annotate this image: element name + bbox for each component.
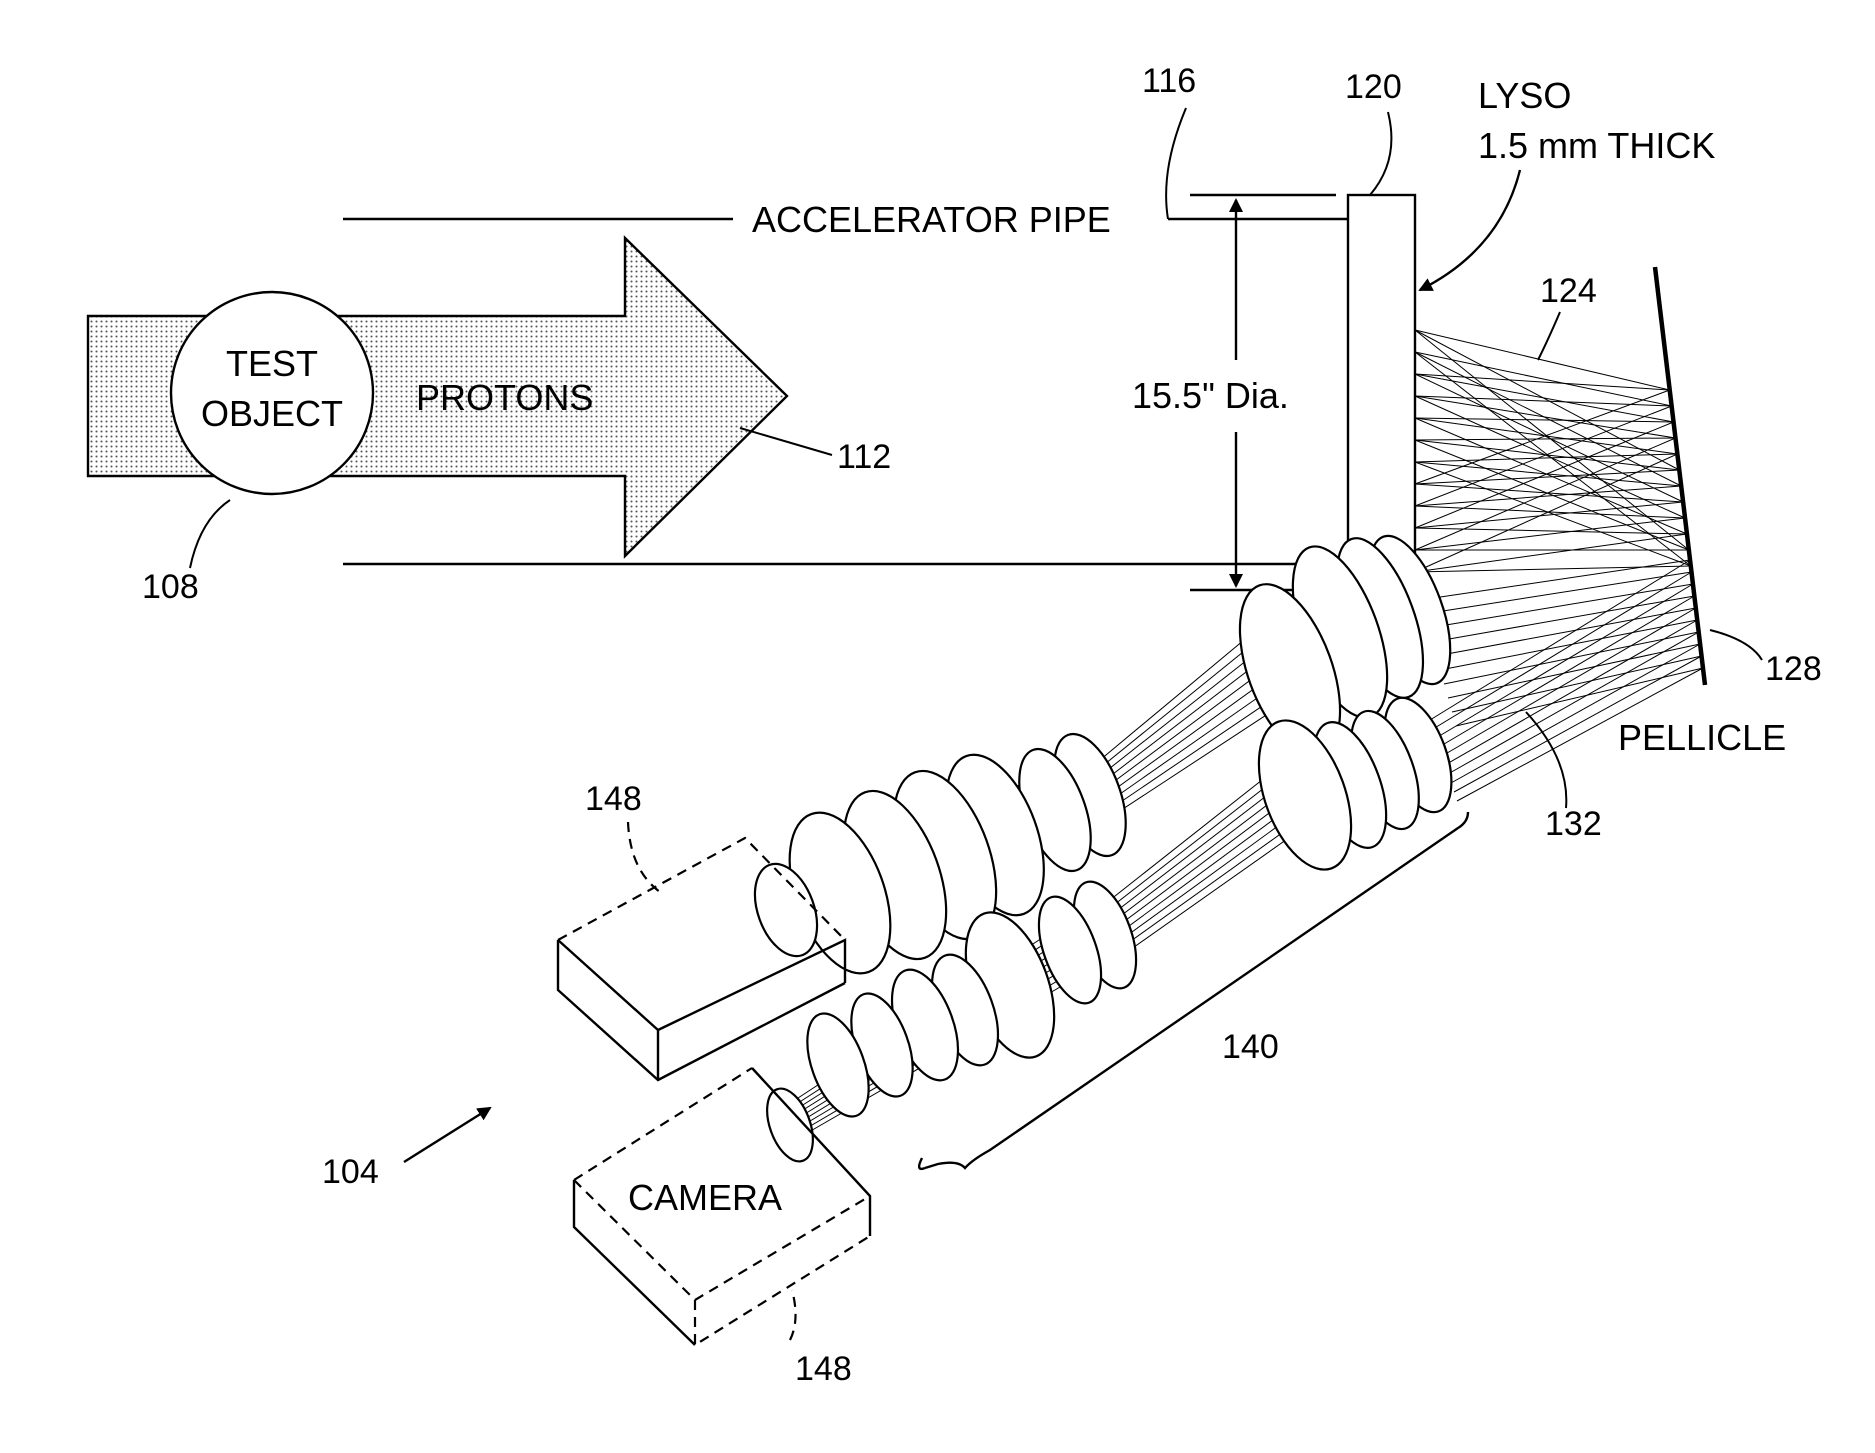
accelerator-pipe-label: ACCELERATOR PIPE bbox=[752, 199, 1111, 240]
light-ray bbox=[1415, 484, 1683, 502]
ref-148-bottom: 148 bbox=[795, 1350, 852, 1388]
scintillation-rays bbox=[1415, 330, 1691, 572]
lyso-label-line2: 1.5 mm THICK bbox=[1478, 125, 1715, 166]
camera-label: CAMERA bbox=[628, 1177, 782, 1218]
light-ray bbox=[1436, 584, 1693, 738]
light-ray bbox=[1415, 486, 1681, 506]
test-object-label-line2: OBJECT bbox=[201, 393, 343, 434]
light-ray bbox=[1110, 810, 1300, 948]
light-ray bbox=[1110, 820, 1300, 956]
ref-148-top: 148 bbox=[585, 780, 642, 818]
light-ray bbox=[1428, 584, 1693, 628]
diameter-dimension: 15.5" Dia. bbox=[1132, 195, 1336, 590]
light-ray bbox=[1100, 682, 1280, 808]
ref-128: 128 bbox=[1765, 650, 1822, 688]
light-ray bbox=[1444, 632, 1699, 684]
light-ray bbox=[1440, 620, 1697, 670]
lyso-scintillator: LYSO 1.5 mm THICK bbox=[1348, 75, 1715, 590]
ref-104: 104 bbox=[322, 1153, 379, 1191]
light-ray bbox=[1415, 518, 1685, 550]
protons-label: PROTONS bbox=[416, 377, 593, 418]
ref-112: 112 bbox=[837, 438, 891, 476]
light-ray bbox=[1415, 390, 1670, 484]
ref-124: 124 bbox=[1540, 272, 1597, 310]
light-ray bbox=[1433, 572, 1691, 729]
pellicle-label: PELLICLE bbox=[1618, 717, 1786, 758]
light-ray bbox=[1415, 566, 1691, 572]
ref-120: 120 bbox=[1345, 68, 1402, 106]
ref-132: 132 bbox=[1545, 805, 1602, 843]
test-object: TEST OBJECT bbox=[171, 292, 373, 494]
lyso-label-line1: LYSO bbox=[1478, 75, 1571, 116]
ref-140: 140 bbox=[1222, 1028, 1279, 1066]
light-ray bbox=[1415, 506, 1685, 518]
light-ray bbox=[1110, 830, 1300, 964]
ref-108: 108 bbox=[142, 568, 199, 606]
ref-116: 116 bbox=[1142, 62, 1196, 100]
test-object-label-line1: TEST bbox=[226, 343, 318, 384]
diameter-label: 15.5" Dia. bbox=[1132, 375, 1289, 416]
light-ray bbox=[1415, 438, 1675, 440]
reference-numerals: 116 120 124 112 108 128 132 148 148 140 … bbox=[142, 62, 1822, 1388]
lower-camera-box-148: CAMERA bbox=[574, 1068, 870, 1345]
pellicle: PELLICLE bbox=[1618, 267, 1786, 758]
